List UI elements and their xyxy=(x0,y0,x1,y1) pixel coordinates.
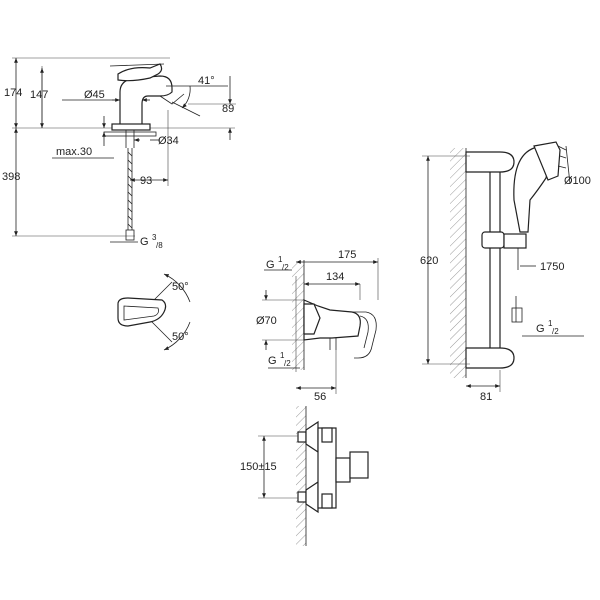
faucet-body xyxy=(119,75,173,129)
dim-56: 56 xyxy=(314,391,326,403)
shower-rail xyxy=(489,159,501,361)
angle-50-bottom: 50° xyxy=(172,331,189,343)
shower-mixer-wall-view: 150±15 xyxy=(240,406,369,546)
dim-g-rail-sup: 1 xyxy=(548,319,553,328)
shower-rail-set: 620 Ø100 1750 G 1 /2 81 xyxy=(420,141,591,403)
dim-150-tolerance: 150±15 xyxy=(240,461,277,473)
dim-93: 93 xyxy=(140,175,152,187)
basin-faucet-elevation: 174 147 Ø45 41° 89 Ø34 max.30 398 93 G 3… xyxy=(2,57,236,250)
dim-174: 174 xyxy=(4,87,22,99)
basin-faucet-top-view: 50° 50° xyxy=(117,273,191,351)
mixer-lever xyxy=(350,311,377,359)
dim-angle-41: 41° xyxy=(198,75,215,87)
dim-diameter-100: Ø100 xyxy=(564,175,591,187)
mixer-handle xyxy=(335,457,351,483)
dim-diameter-45: Ø45 xyxy=(84,89,105,101)
angle-50-top: 50° xyxy=(172,281,189,293)
faucet-lever xyxy=(117,63,163,82)
dim-175: 175 xyxy=(338,249,356,261)
dim-g-bottom: G xyxy=(268,355,277,367)
dim-g-bottom-sub: /2 xyxy=(284,359,291,368)
shower-mixer-side-view: G 1 /2 175 134 Ø70 G 1 /2 56 xyxy=(256,249,379,403)
dim-147: 147 xyxy=(30,89,48,101)
dim-g-rail-sub: /2 xyxy=(552,327,559,336)
dim-620: 620 xyxy=(420,255,438,267)
dim-g-top-sup: 1 xyxy=(278,255,283,264)
dim-thread-sub: /8 xyxy=(156,241,163,250)
dim-1750: 1750 xyxy=(540,261,564,273)
dim-thread-sup: 3 xyxy=(152,233,157,242)
dim-g-top: G xyxy=(266,259,275,271)
dim-g-bottom-sup: 1 xyxy=(280,351,285,360)
dim-134: 134 xyxy=(326,271,344,283)
rail-slider xyxy=(481,231,505,249)
dim-thread-g: G xyxy=(140,236,149,248)
dim-max-30: max.30 xyxy=(56,146,92,158)
dim-diameter-70: Ø70 xyxy=(256,315,277,327)
dim-89: 89 xyxy=(222,103,234,115)
dim-diameter-34: Ø34 xyxy=(158,135,179,147)
dim-398: 398 xyxy=(2,171,20,183)
dim-g-rail: G xyxy=(536,323,545,335)
dim-81: 81 xyxy=(480,391,492,403)
dim-g-top-sub: /2 xyxy=(282,263,289,272)
